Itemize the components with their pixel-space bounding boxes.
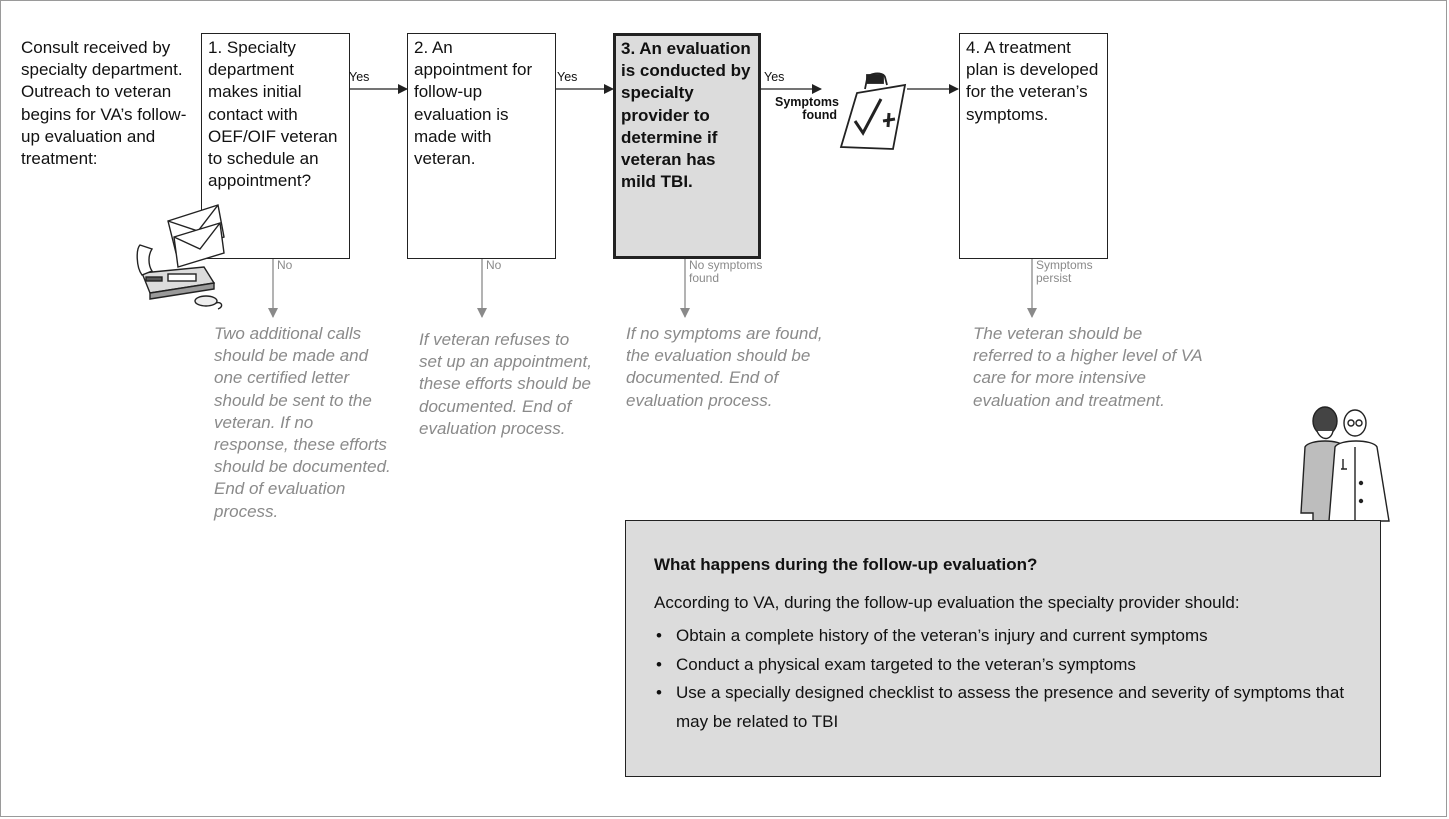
yes-label-2: Yes [557,70,578,84]
intro-text: Consult received by specialty department… [21,38,187,169]
no-label-2: No [486,258,502,272]
outcome-2: If veteran refuses to set up an appointm… [419,330,592,438]
bullet-item: Obtain a complete history of the veteran… [654,622,1374,651]
step-2-box: 2. An appointment for follow-up evaluati… [407,33,556,259]
symptoms-found-label: Symptoms found [775,95,839,122]
no-symptoms-label: No symptoms found [689,258,763,285]
outcome-1: Two additional calls should be made and … [214,324,391,521]
info-box-intro: According to VA, during the follow-up ev… [654,593,1240,612]
info-box-title: What happens during the follow-up evalua… [654,555,1038,574]
step-1-box: 1. Specialty department makes initial co… [201,33,350,259]
bullet-item: Conduct a physical exam targeted to the … [654,651,1374,680]
phone-fax-mail-icon [136,204,225,310]
symptoms-persist-label: Symptoms persist [1036,258,1093,285]
info-box-bullets: Obtain a complete history of the veteran… [654,622,1374,736]
yes-label-1: Yes [349,70,370,84]
bullet-item: Use a specially designed checklist to as… [654,679,1374,736]
clipboard-checklist-icon [839,72,907,150]
step-3-box: 3. An evaluation is conducted by special… [613,33,761,259]
outcome-3: If no symptoms are found, the evaluation… [626,324,823,410]
no-label-1: No [277,258,293,272]
follow-up-info-box: What happens during the follow-up evalua… [625,520,1381,777]
outcome-4: The veteran should be referred to a high… [973,324,1203,410]
yes-label-3: Yes [764,70,785,84]
step-4-box: 4. A treatment plan is developed for the… [959,33,1108,259]
